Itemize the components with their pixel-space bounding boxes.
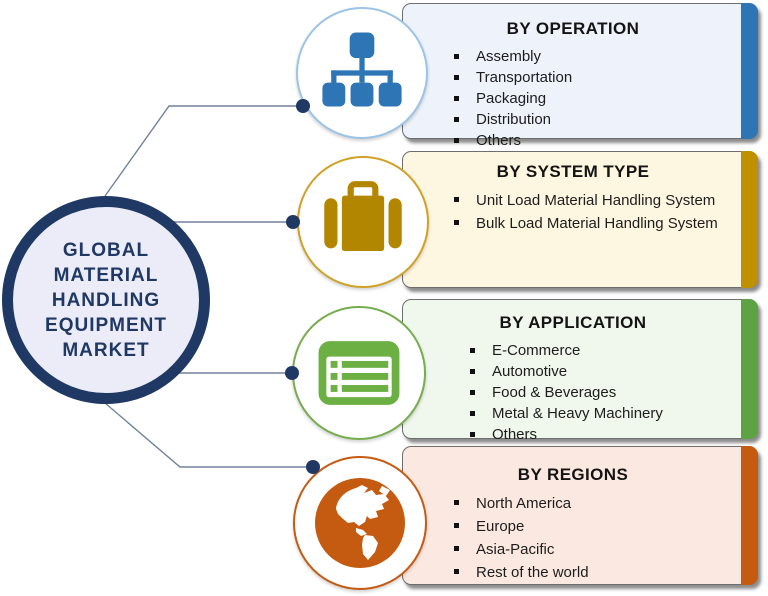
circle-by-system-type (297, 156, 429, 288)
list-item-label: Automotive (492, 363, 568, 380)
list-item: Metal & Heavy Machinery (470, 403, 737, 424)
bullet-square-icon (454, 117, 459, 122)
list-item: North America (454, 492, 737, 515)
list-item: Bulk Load Material Handling System (454, 212, 721, 235)
circle-by-regions (293, 456, 427, 590)
list-item: Assembly (454, 46, 737, 67)
bullet-square-icon (470, 369, 475, 374)
list-item-label: Assembly (476, 48, 542, 65)
bullet-square-icon (454, 75, 459, 80)
circle-by-operation (296, 7, 428, 139)
bullet-square-icon (470, 390, 475, 395)
list-item-label: Rest of the world (476, 564, 589, 581)
center-title-line: EQUIPMENT (45, 314, 167, 336)
accent-bar-green (741, 299, 758, 439)
list-item: Europe (454, 515, 737, 538)
accent-bar-blue (741, 3, 758, 139)
sitemap-icon (318, 29, 406, 117)
circle-by-application (292, 306, 426, 440)
list-item: Automotive (470, 361, 737, 382)
panel-title: BY APPLICATION (499, 313, 647, 332)
bullet-square-icon (454, 54, 459, 59)
list-item-label: Asia-Pacific (476, 541, 555, 558)
bullet-square-icon (454, 546, 459, 551)
bullet-square-icon (454, 138, 459, 143)
list-item-label: Europe (476, 518, 525, 535)
bullet-square-icon (454, 220, 459, 225)
bullet-square-icon (454, 523, 459, 528)
globe-icon (310, 473, 410, 573)
list-item: Packaging (454, 88, 737, 109)
list-item: Food & Beverages (470, 382, 737, 403)
list-item-label: Distribution (476, 111, 552, 128)
list-item-label: E-Commerce (492, 342, 581, 359)
list-item: Rest of the world (454, 561, 737, 584)
list-item-label: Bulk Load Material Handling System (476, 215, 718, 232)
bullet-square-icon (454, 569, 459, 574)
accent-bar-gold (741, 151, 758, 288)
list-item: Others (454, 130, 737, 151)
panel-title: BY SYSTEM TYPE (496, 162, 650, 181)
center-title-line: MARKET (62, 339, 150, 361)
list-item: Asia-Pacific (454, 538, 737, 561)
bullet-square-icon (454, 96, 459, 101)
panel-title: BY REGIONS (517, 465, 629, 484)
list-item-label: North America (476, 495, 572, 512)
center-title-line: HANDLING (51, 289, 161, 311)
bullet-square-icon (470, 432, 475, 437)
bullet-square-icon (454, 197, 459, 202)
bullet-square-icon (470, 411, 475, 416)
list-item-label: Packaging (476, 90, 547, 107)
list-item-label: Transportation (476, 69, 573, 86)
list-item-label: Others (492, 426, 538, 443)
accent-bar-orange (741, 446, 758, 585)
list-item: Distribution (454, 109, 737, 130)
list-item: Unit Load Material Handling System (454, 189, 721, 212)
panel-by-system-type: BY SYSTEM TYPE Unit Load Material Handli… (402, 151, 758, 288)
briefcase-icon (317, 178, 409, 266)
bullet-square-icon (470, 348, 475, 353)
list-item-label: Unit Load Material Handling System (476, 192, 716, 209)
list-item: Transportation (454, 67, 737, 88)
list-item: E-Commerce (470, 340, 737, 361)
central-market-circle: GLOBAL MATERIAL HANDLING EQUIPMENT MARKE… (2, 196, 210, 404)
list-icon (311, 330, 407, 416)
list-item: Others (470, 424, 737, 445)
panel-title: BY OPERATION (506, 19, 640, 38)
bullet-square-icon (454, 500, 459, 505)
center-title-line: MATERIAL (53, 264, 159, 286)
center-title-line: GLOBAL (62, 239, 150, 261)
list-item-label: Others (476, 132, 522, 149)
list-item-label: Food & Beverages (492, 384, 617, 401)
list-item-label: Metal & Heavy Machinery (492, 405, 663, 422)
